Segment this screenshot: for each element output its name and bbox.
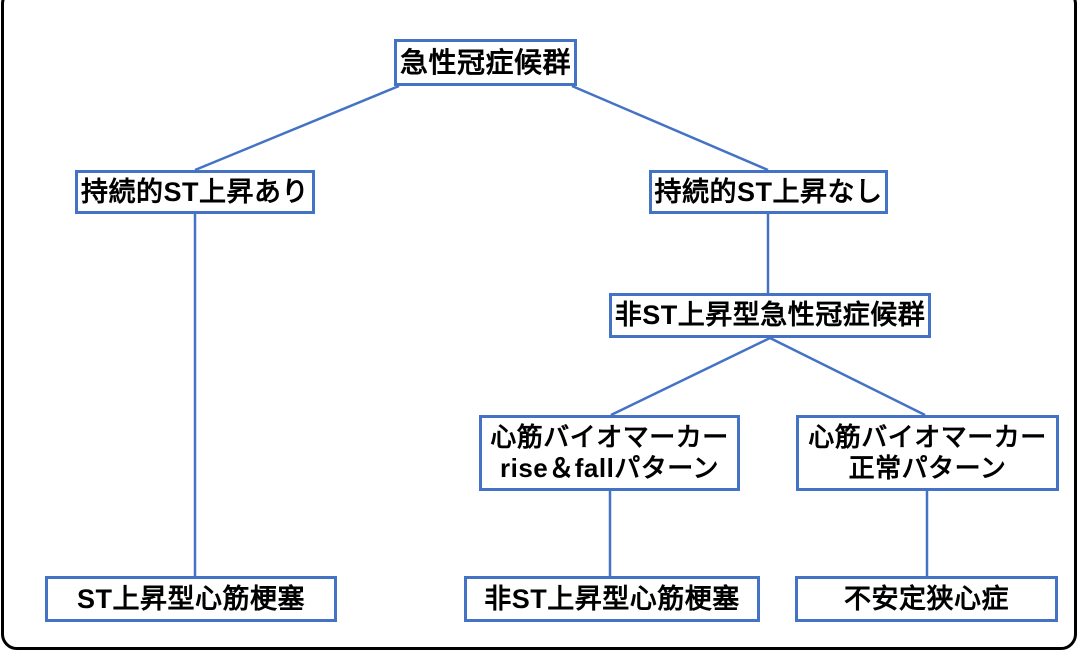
node-st-elevation-mi: ST上昇型心筋梗塞 <box>45 576 337 622</box>
node-biomarker-normal-pattern: 心筋バイオマーカー 正常パターン <box>796 415 1059 491</box>
edge-nstacs-to-risefall <box>610 336 771 417</box>
node-label-line1: 心筋バイオマーカー <box>808 421 1047 452</box>
node-label: 持続的ST上昇なし <box>654 176 883 207</box>
node-label: 非ST上昇型急性冠症候群 <box>614 300 926 331</box>
node-label: 持続的ST上昇あり <box>80 176 309 207</box>
node-biomarker-rise-fall-pattern: 心筋バイオマーカー rise＆fallパターン <box>479 415 740 491</box>
node-label: 急性冠症候群 <box>399 46 571 78</box>
node-unstable-angina: 不安定狭心症 <box>795 576 1058 622</box>
edge-root-to-st-yes <box>194 84 400 172</box>
node-label: 非ST上昇型心筋梗塞 <box>484 583 740 614</box>
node-label: 不安定狭心症 <box>844 583 1009 614</box>
node-label-line2: 正常パターン <box>848 453 1007 483</box>
node-label-line2: rise＆fallパターン <box>499 453 720 483</box>
node-acute-coronary-syndrome: 急性冠症候群 <box>394 39 577 86</box>
node-persistent-st-elevation-present: 持続的ST上昇あり <box>75 170 315 214</box>
node-non-st-elevation-mi: 非ST上昇型心筋梗塞 <box>464 576 760 622</box>
node-persistent-st-elevation-absent: 持続的ST上昇なし <box>649 170 888 214</box>
edge-root-to-st-no <box>571 84 769 172</box>
node-label: ST上昇型心筋梗塞 <box>76 583 305 614</box>
node-non-st-elevation-acs: 非ST上昇型急性冠症候群 <box>609 293 931 338</box>
edge-nstacs-to-normal <box>769 336 926 417</box>
node-label-line1: 心筋バイオマーカー <box>490 421 729 452</box>
